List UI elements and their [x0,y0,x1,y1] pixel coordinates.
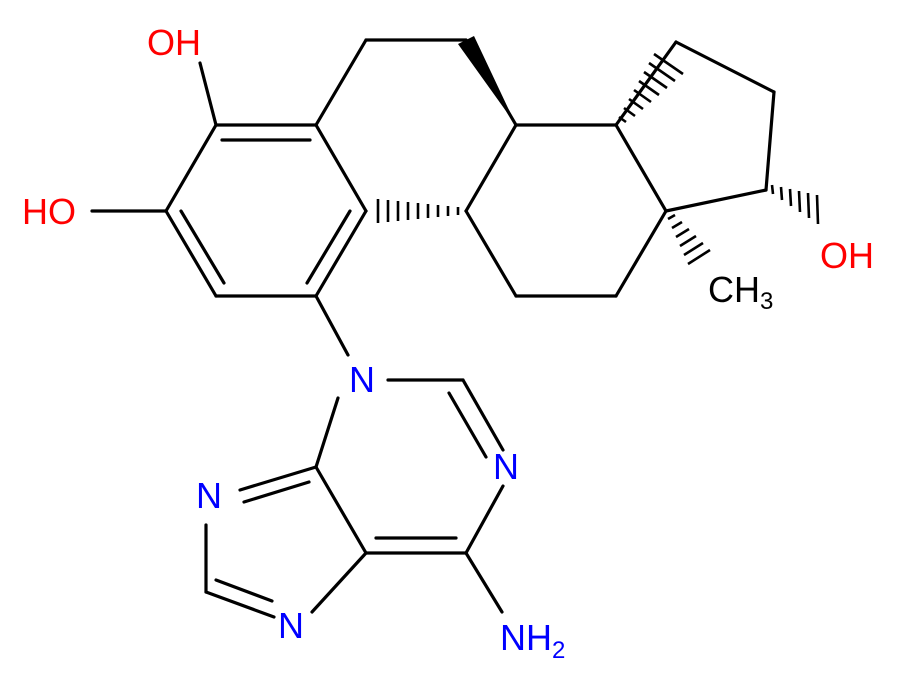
stereo-hashes [376,52,820,266]
ring-a-bonds [164,123,368,298]
purine-n3-label: N [196,475,222,516]
purine-n9-label: N [349,359,375,400]
amine-label: NH2 [500,617,565,664]
ring-c-bonds [464,123,668,298]
purine-n7-label: N [493,446,519,487]
purine-n1-label: N [278,605,304,646]
hydroxyl-label-left: HO [22,191,76,232]
hydroxyl-label-right: OH [820,235,874,276]
methyl-label: CH3 [708,269,773,315]
substituent-bonds [90,61,350,357]
hydroxyl-label-top: OH [147,22,201,63]
stereo-wedges [458,36,516,125]
amine-label-subscript: 2 [552,637,565,664]
purine-bonds [204,378,505,619]
methyl-label-subscript: 3 [760,288,773,315]
ring-d-bonds [614,40,776,213]
amine-label-main: NH [500,617,552,658]
atom-labels: OH HO OH CH3 N N N N NH2 [22,22,874,664]
methyl-label-main: CH [708,269,760,310]
